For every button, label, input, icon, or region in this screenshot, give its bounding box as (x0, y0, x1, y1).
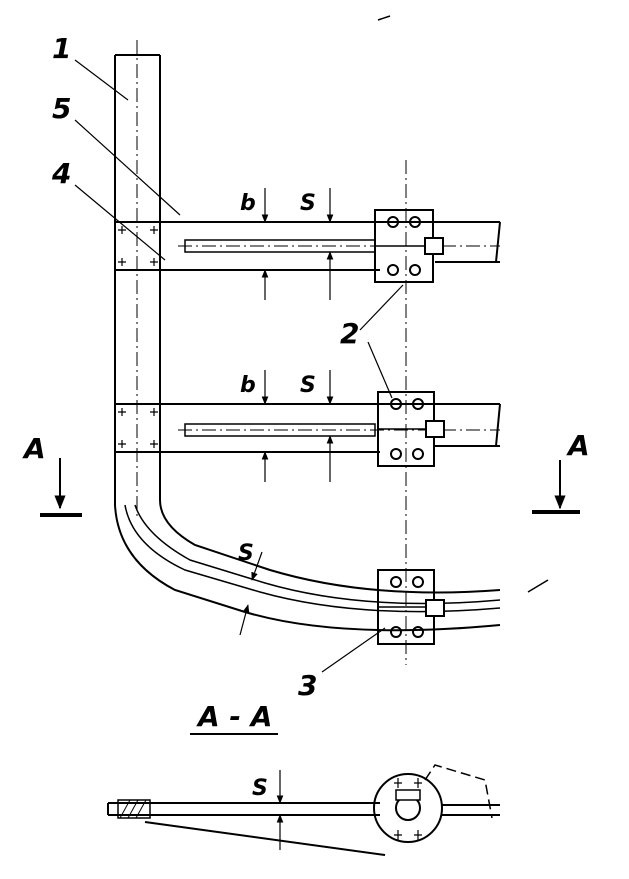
vertical-tube-inner (159, 55, 501, 594)
section-title: A - A (196, 700, 272, 733)
dim-s-upper: S (300, 191, 316, 216)
leader-1 (74, 59, 129, 101)
section-marker-left: A (22, 432, 46, 465)
label-part-2: 2 (340, 317, 359, 350)
curve-inner-line-2 (134, 504, 501, 605)
clamp-lower (377, 569, 445, 645)
dim-s-curve: S (238, 541, 254, 566)
section-view (107, 764, 500, 856)
label-part-4: 4 (51, 157, 71, 190)
leader-4 (74, 184, 166, 261)
leader-2a (359, 284, 404, 331)
vertical-tube-outer (114, 55, 501, 632)
section-marker-right: A (566, 429, 590, 462)
dim-b-middle: b (240, 373, 256, 398)
dim-s-section: S (252, 776, 268, 801)
curve-inner-line (124, 504, 501, 613)
dim-s-middle: S (300, 373, 316, 398)
arm2-break (495, 403, 501, 447)
leader-3 (321, 627, 386, 673)
label-part-3: 3 (298, 669, 317, 702)
dim-b-upper: b (240, 191, 256, 216)
label-part-5: 5 (52, 92, 71, 125)
weld-marks (118, 226, 158, 448)
leader-2b (367, 341, 393, 399)
label-part-1: 1 (52, 32, 71, 65)
leader-5 (74, 119, 181, 216)
arm1-break (495, 221, 501, 263)
main-frame (40, 15, 580, 856)
clamp-upper (374, 209, 444, 283)
